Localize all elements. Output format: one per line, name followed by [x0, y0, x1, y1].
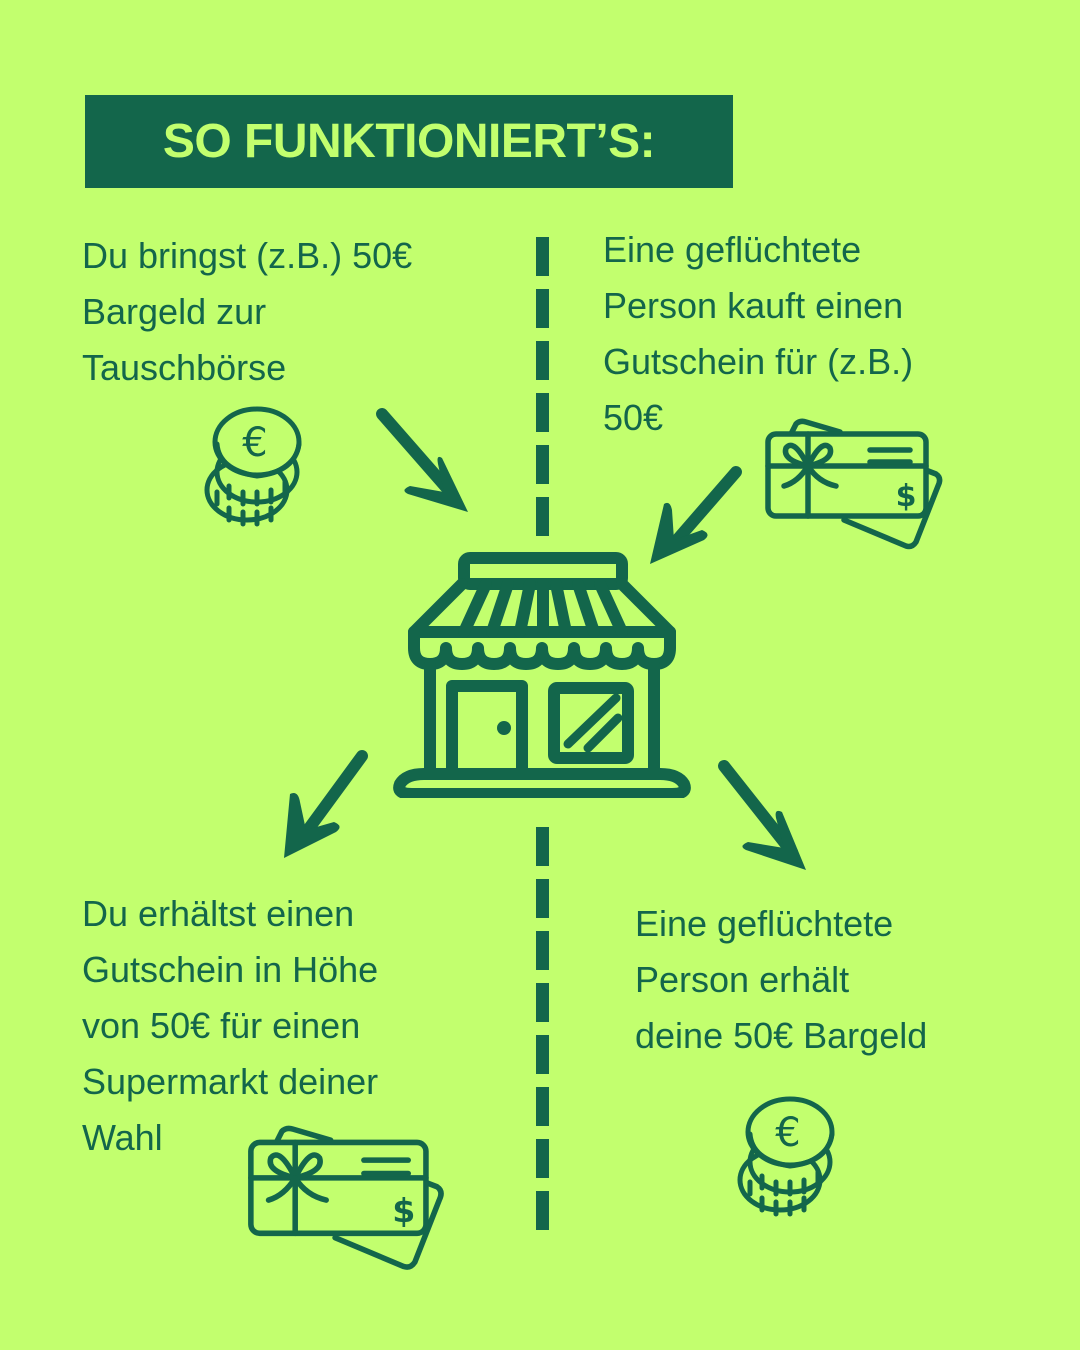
- step-top-left-text: Du bringst (z.B.) 50€ Bargeld zur Tausch…: [82, 228, 412, 396]
- page-title: SO FUNKTIONIERT’S:: [162, 115, 656, 168]
- text-line: von 50€ für einen: [82, 1005, 361, 1046]
- text-line: Tauschbörse: [82, 347, 287, 388]
- svg-text:€: €: [242, 420, 267, 466]
- text-line: Eine geflüchtete: [635, 903, 894, 944]
- text-line: 50€: [603, 397, 664, 438]
- arrow-down-right-icon: [376, 408, 468, 512]
- text-line: Gutschein für (z.B.): [603, 341, 914, 382]
- step-top-right-text: Eine geflüchtete Person kauft einen Guts…: [603, 222, 913, 446]
- text-line: Bargeld zur: [82, 291, 267, 332]
- svg-text:$: $: [392, 1191, 415, 1230]
- svg-text:€: €: [775, 1110, 800, 1156]
- shop-icon: [393, 552, 691, 798]
- euro-coins-icon: €: [204, 406, 302, 527]
- arrow-down-left-icon: [284, 750, 368, 858]
- arrow-down-right-icon: [718, 760, 806, 870]
- gift-card-icon: $: [765, 418, 943, 550]
- title-banner: SO FUNKTIONIERT’S:: [85, 95, 733, 188]
- text-line: Person kauft einen: [603, 285, 904, 326]
- text-line: Du bringst (z.B.) 50€: [82, 235, 413, 276]
- text-line: Du erhältst einen: [82, 893, 355, 934]
- arrow-down-left-icon: [650, 466, 742, 564]
- svg-text:$: $: [896, 479, 917, 514]
- text-line: Wahl: [82, 1117, 163, 1158]
- text-line: deine 50€ Bargeld: [635, 1015, 928, 1056]
- text-line: Person erhält: [635, 959, 850, 1000]
- text-line: Supermarkt deiner: [82, 1061, 379, 1102]
- gift-card-icon: $: [248, 1125, 444, 1270]
- text-line: Eine geflüchtete: [603, 229, 862, 270]
- step-bottom-right-text: Eine geflüchtete Person erhält deine 50€…: [635, 896, 927, 1064]
- step-bottom-left-text: Du erhältst einen Gutschein in Höhe von …: [82, 886, 378, 1166]
- euro-coins-icon: €: [737, 1096, 835, 1217]
- text-line: Gutschein in Höhe: [82, 949, 379, 990]
